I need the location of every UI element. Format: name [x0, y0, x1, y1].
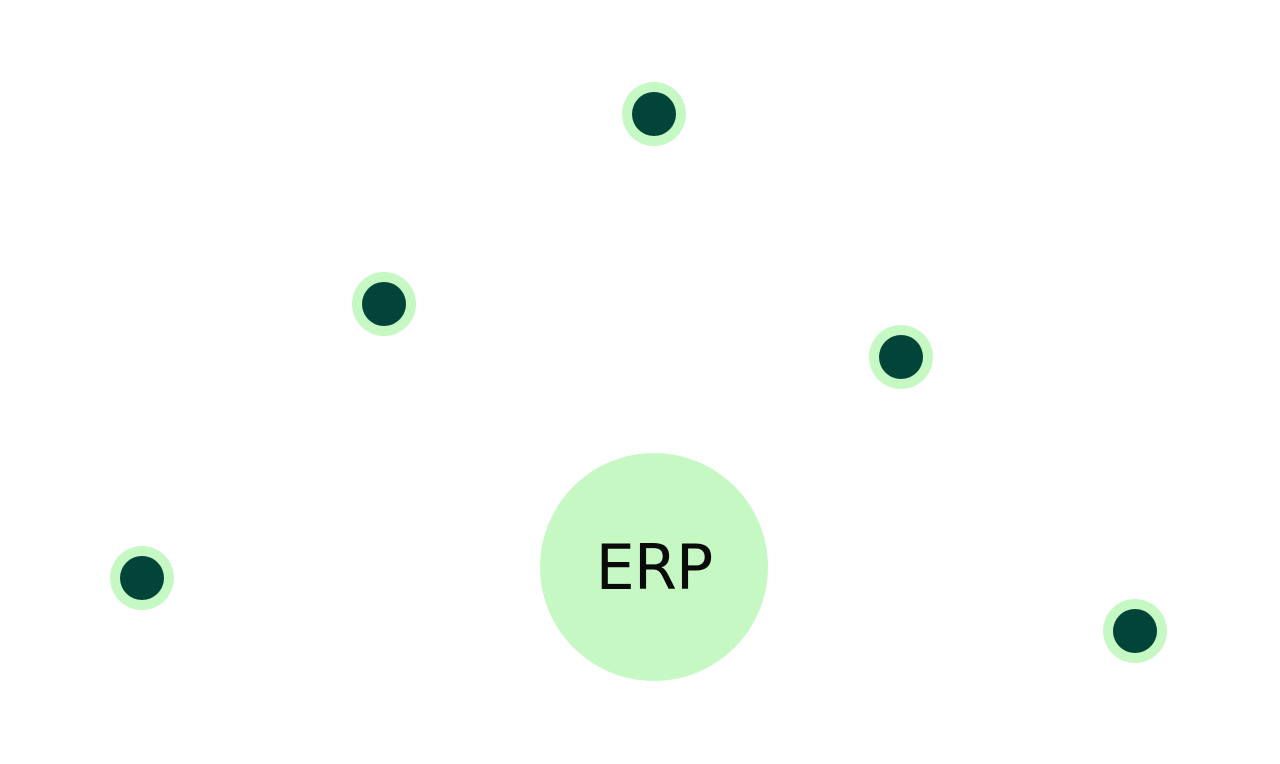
- satellite-node-core: [362, 282, 406, 326]
- satellite-node-core: [1113, 609, 1157, 653]
- satellite-node: [869, 325, 933, 389]
- satellite-node-core: [632, 92, 676, 136]
- satellite-node-core: [879, 335, 923, 379]
- satellite-node: [352, 272, 416, 336]
- satellite-node: [622, 82, 686, 146]
- satellite-node: [110, 546, 174, 610]
- satellite-node: [1103, 599, 1167, 663]
- satellite-node-core: [120, 556, 164, 600]
- erp-hub: ERP: [540, 453, 768, 681]
- erp-hub-label: ERP: [595, 531, 714, 604]
